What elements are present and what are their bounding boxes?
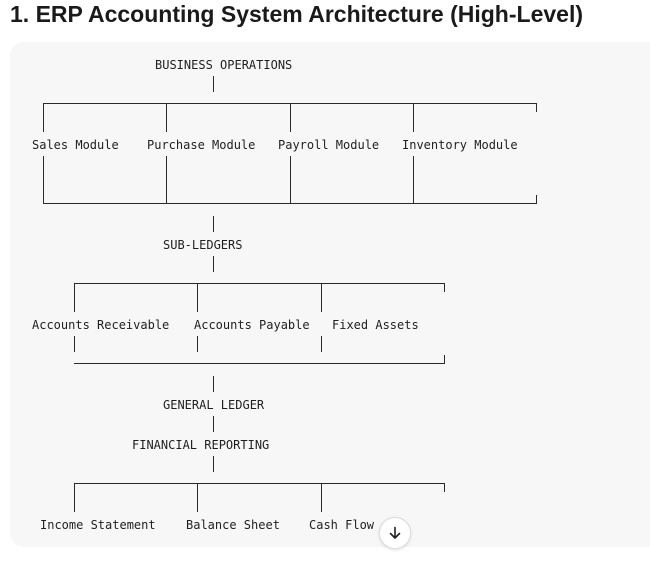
business-operations-label: BUSINESS OPERATIONS <box>155 58 293 72</box>
payroll-module-label: Payroll Module <box>278 138 380 152</box>
arrow-down-icon <box>389 526 401 539</box>
scroll-to-bottom-button[interactable] <box>379 517 411 549</box>
inventory-module-label: Inventory Module <box>402 138 518 152</box>
accounts-receivable-label: Accounts Receivable <box>32 318 170 332</box>
code-block[interactable] <box>10 42 650 547</box>
purchase-module-label: Purchase Module <box>147 138 256 152</box>
general-ledger-label: GENERAL LEDGER <box>163 398 265 412</box>
income-statement-label: Income Statement <box>40 518 156 532</box>
accounts-payable-label: Accounts Payable <box>194 318 310 332</box>
balance-sheet-label: Balance Sheet <box>186 518 280 532</box>
sales-module-label: Sales Module <box>32 138 119 152</box>
section-heading: 1. ERP Accounting System Architecture (H… <box>10 1 583 27</box>
cash-flow-label: Cash Flow <box>309 518 375 532</box>
sub-ledgers-label: SUB-LEDGERS <box>163 238 243 252</box>
fixed-assets-label: Fixed Assets <box>332 318 419 332</box>
financial-reporting-label: FINANCIAL REPORTING <box>132 438 270 452</box>
